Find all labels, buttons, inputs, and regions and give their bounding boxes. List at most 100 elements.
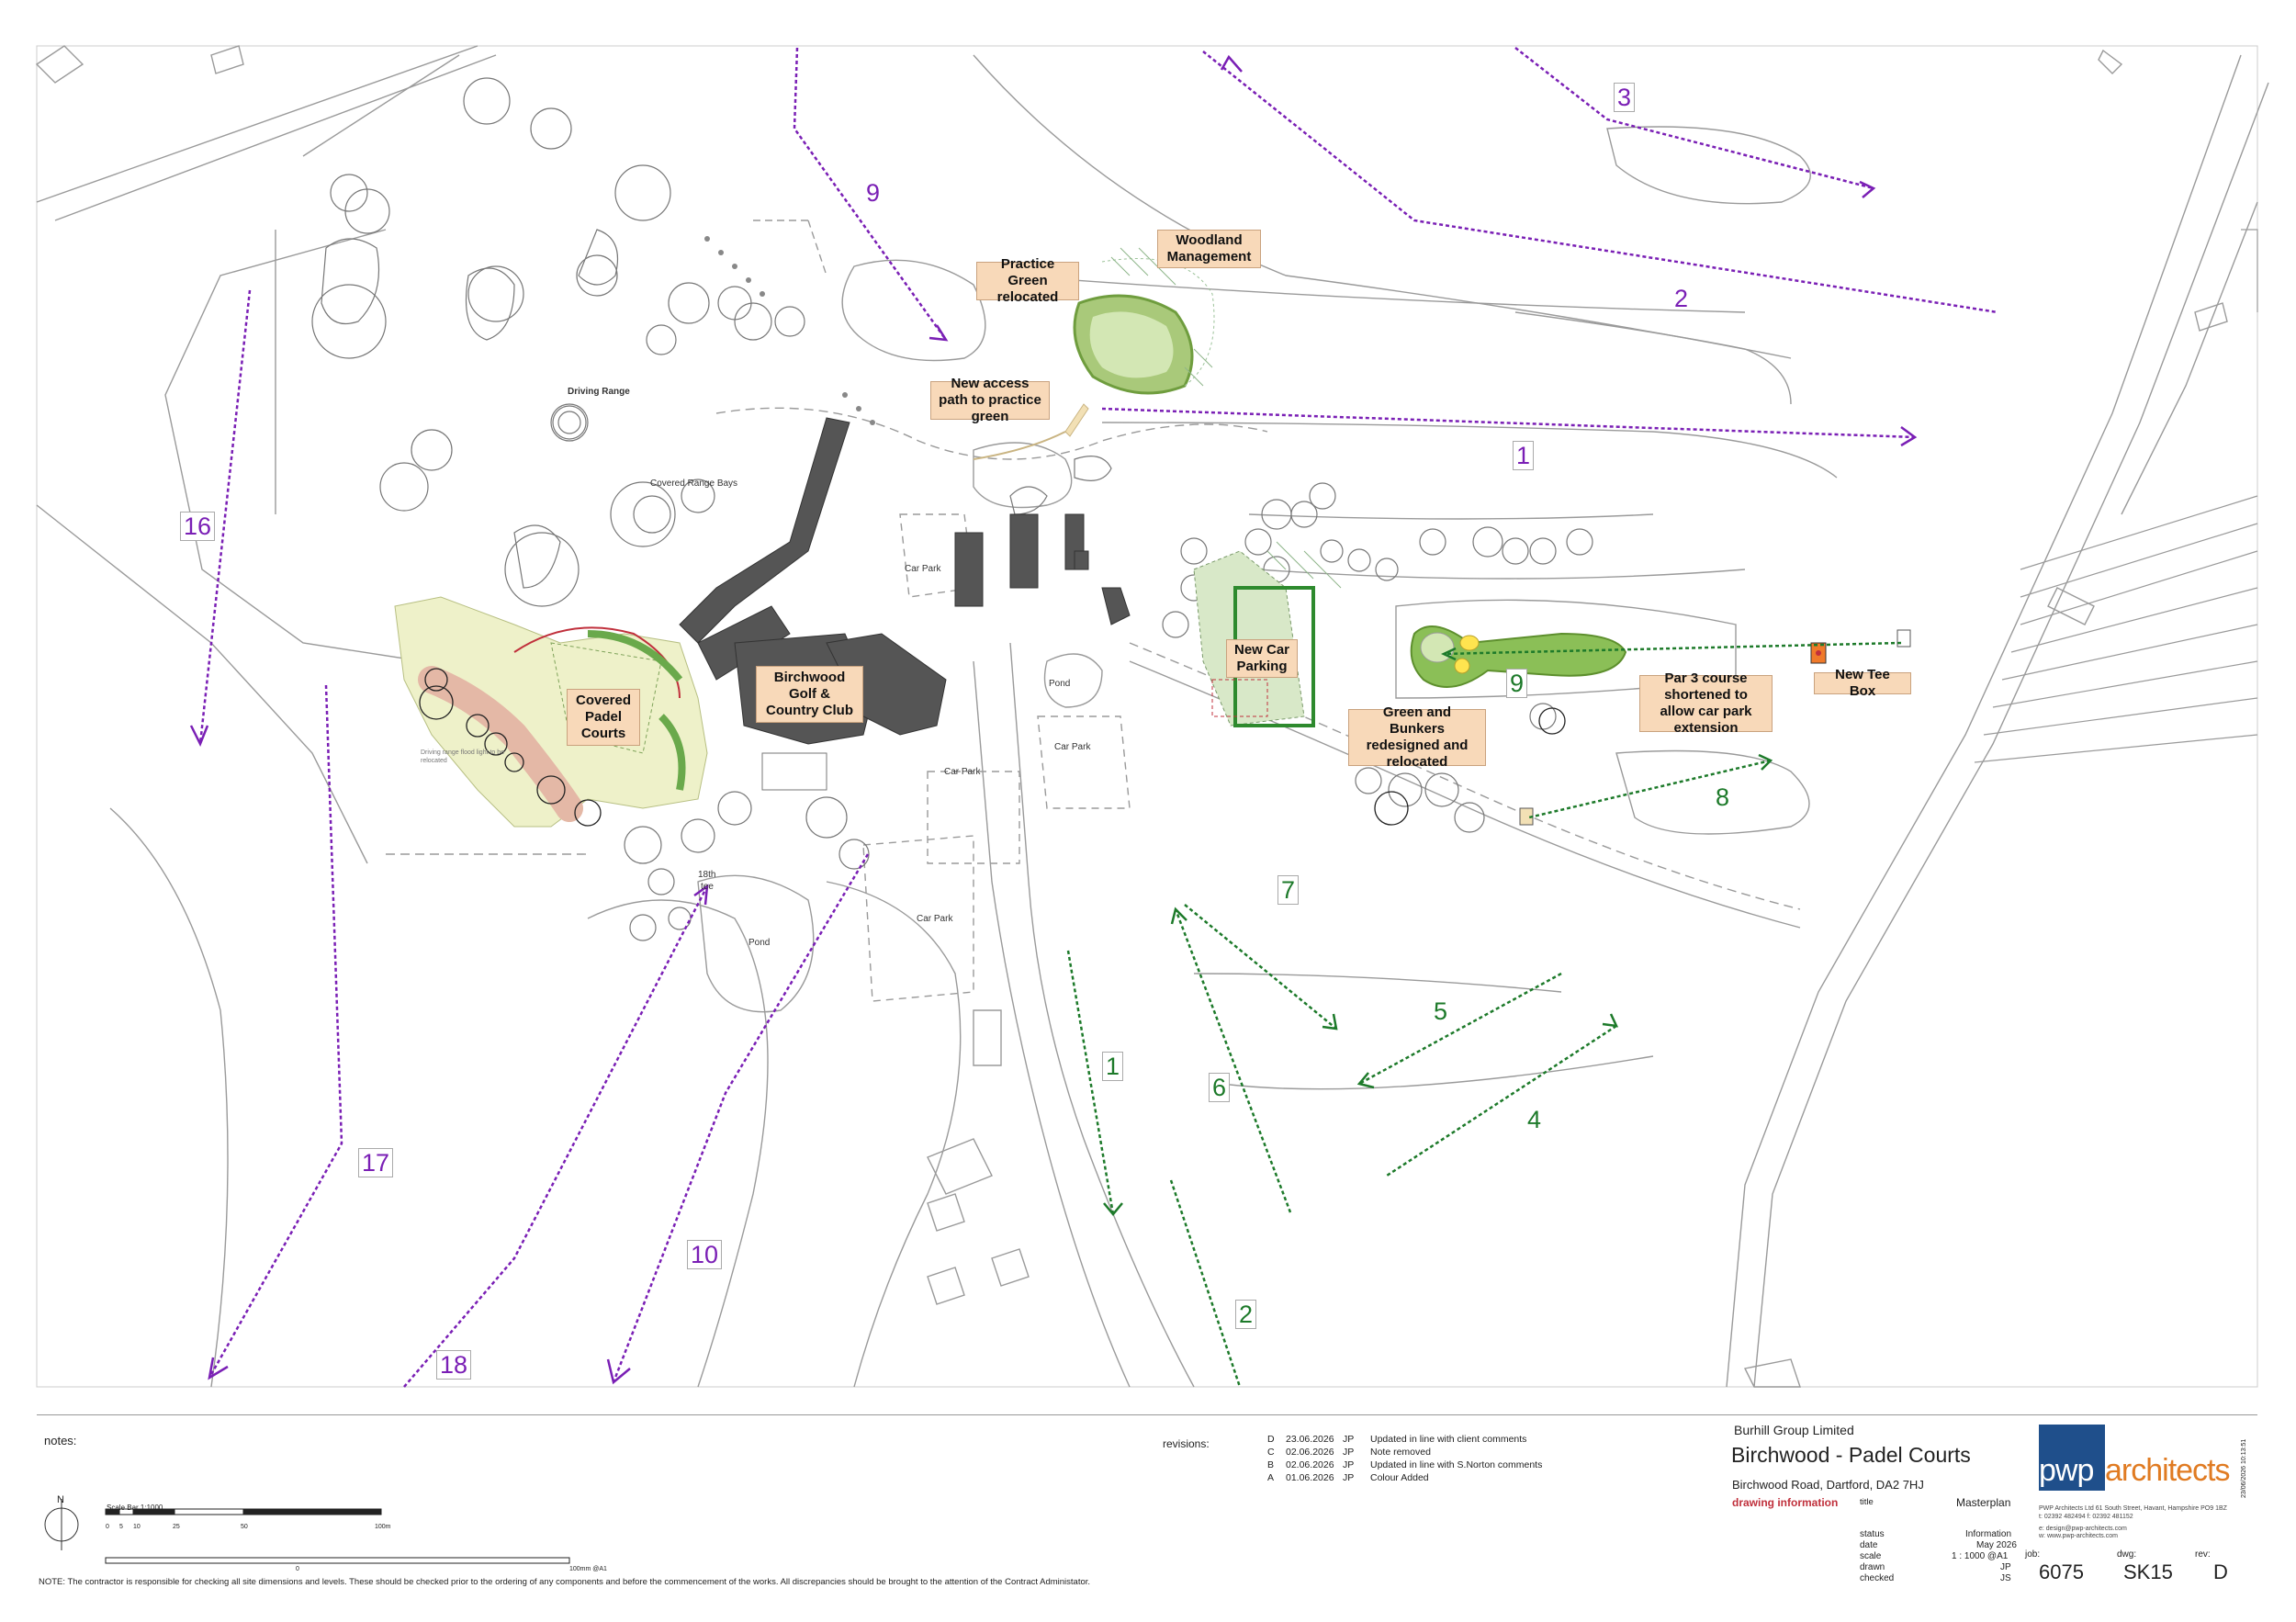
revision-C-by: JP (1343, 1447, 1355, 1458)
dwg-value: SK15 (2123, 1560, 2173, 1583)
title-block: notes: N Scale Bar 1:1000 0 5 10 25 50 1… (37, 1414, 2257, 1588)
scale-value: 1 : 1000 @A1 (1952, 1551, 2009, 1561)
label-woodland-management: Woodland Management (1157, 230, 1261, 268)
text-car-park-1: Car Park (905, 564, 941, 574)
hole-number-par3-1: 1 (1102, 1052, 1124, 1081)
text-covered-range-bays: Covered Range Bays (650, 479, 738, 489)
revision-A-date: 01.06.2026 (1286, 1472, 1334, 1483)
text-18th: 18th (698, 870, 716, 880)
label-covered-padel-courts: Covered Padel Courts (567, 689, 640, 746)
text-car-park-3: Car Park (1054, 742, 1091, 752)
firm-address: PWP Architects Ltd 61 South Street, Hava… (2039, 1505, 2227, 1512)
firm-web: w: www.pwp-architects.com (2039, 1533, 2118, 1539)
hole-number-main-18: 18 (436, 1350, 472, 1380)
hole-number-main-3: 3 (1614, 83, 1636, 112)
scale-bar-label: Scale Bar 1:1000 (107, 1504, 163, 1512)
hole-number-par3-6: 6 (1209, 1073, 1231, 1102)
scale-tick-5: 5 (119, 1524, 123, 1530)
title-value: Masterplan (1956, 1496, 2011, 1509)
access-path (1064, 403, 1089, 437)
revision-A-desc: Colour Added (1370, 1472, 1429, 1483)
rev-value: D (2213, 1560, 2228, 1583)
rev-label: rev: (2195, 1549, 2211, 1560)
project-name: Birchwood - Padel Courts (1731, 1443, 1971, 1467)
hole-number-main-16: 16 (180, 512, 216, 541)
label-new-access-path: New access path to practice green (930, 376, 1050, 424)
tree-line-dots (704, 236, 875, 425)
scale-tick-25: 25 (173, 1524, 180, 1530)
label-par3-course: Par 3 course shortened to allow car park… (1639, 670, 1773, 736)
revision-C-desc: Note removed (1370, 1447, 1431, 1458)
revision-B-desc: Updated in line with S.Norton comments (1370, 1459, 1543, 1470)
revision-D-date: 23.06.2026 (1286, 1434, 1334, 1445)
label-new-car-parking: New Car Parking (1226, 639, 1298, 678)
status-value: Information (1965, 1529, 2012, 1539)
label-clubhouse: Birchwood Golf & Country Club (756, 666, 863, 723)
hole-number-par3-5: 5 (1434, 997, 1448, 1025)
housing-plots (1974, 229, 2258, 763)
date-label: date (1860, 1540, 1878, 1550)
drawn-value: JP (2000, 1562, 2011, 1572)
scale-zero: 0 (296, 1566, 299, 1572)
main-course-routes (198, 47, 1998, 1388)
label-green-and-bunkers: Green and Bunkers redesigned and relocat… (1348, 704, 1486, 770)
text-floodlight-note: Driving range flood light to be relocate… (421, 749, 505, 764)
main-course-arrowheads (189, 54, 1918, 1385)
logo-pwp-box (2039, 1425, 2105, 1491)
revision-D-desc: Updated in line with client comments (1370, 1434, 1527, 1445)
text-driving-range: Driving Range (568, 387, 630, 397)
hole-number-par3-2: 2 (1235, 1300, 1257, 1329)
print-timestamp: 23/06/2026 10:13:51 (2241, 1438, 2247, 1498)
hole-number-main-2: 2 (1674, 285, 1689, 312)
project-address: Birchwood Road, Dartford, DA2 7HJ (1732, 1478, 1924, 1492)
job-value: 6075 (2039, 1560, 2084, 1583)
scale-tick-50: 50 (241, 1524, 248, 1530)
hole-number-main-9: 9 (866, 179, 881, 207)
scale-bar (105, 1508, 570, 1564)
logo-architects-text: architects (2105, 1453, 2230, 1488)
car-parking-area (1193, 550, 1315, 727)
trees (311, 77, 1593, 941)
scale-label: scale (1860, 1551, 1882, 1561)
text-car-park-4: Car Park (917, 914, 953, 924)
revisions-label: revisions: (1163, 1437, 1210, 1450)
revision-B-rev: B (1267, 1459, 1275, 1470)
bunkers (321, 229, 1112, 589)
firm-phone: t: 02392 482494 f: 02392 481152 (2039, 1514, 2133, 1520)
text-pond-1: Pond (1049, 679, 1071, 689)
checked-label: checked (1860, 1573, 1895, 1583)
par3-arrowheads (1103, 647, 1773, 1216)
padel-trees (419, 668, 1566, 827)
hole-number-main-1: 1 (1513, 441, 1535, 470)
revision-C-date: 02.06.2026 (1286, 1447, 1334, 1458)
revision-C-rev: C (1267, 1447, 1275, 1458)
range-circle (550, 403, 589, 442)
status-label: status (1860, 1529, 1885, 1539)
drawing-info-label: drawing information (1732, 1496, 1839, 1509)
hole-number-par3-8: 8 (1716, 783, 1730, 811)
hole-number-par3-7: 7 (1277, 875, 1300, 905)
hole-number-main-10: 10 (687, 1240, 723, 1269)
revision-D-rev: D (1267, 1434, 1275, 1445)
pwp-architects-logo: pwp architects (2039, 1425, 2257, 1498)
north-label: N (57, 1494, 64, 1505)
title-label: title (1860, 1497, 1874, 1507)
scale-tick-10: 10 (133, 1524, 141, 1530)
revision-B-date: 02.06.2026 (1286, 1459, 1334, 1470)
practice-green (1073, 258, 1215, 395)
label-new-tee-box: New Tee Box (1814, 667, 1911, 699)
scale-100mm: 100mm @A1 (569, 1566, 607, 1572)
client-name: Burhill Group Limited (1734, 1423, 1854, 1437)
revision-B-by: JP (1343, 1459, 1355, 1470)
firm-email: e: design@pwp-architects.com (2039, 1526, 2127, 1532)
revision-A-by: JP (1343, 1472, 1355, 1483)
dwg-label: dwg: (2117, 1549, 2137, 1560)
logo-pwp-text: pwp (2039, 1453, 2094, 1488)
drawn-label: drawn (1860, 1562, 1885, 1572)
hole-number-par3-4: 4 (1527, 1106, 1542, 1133)
checked-value: JS (2000, 1573, 2011, 1583)
north-arrow (44, 1499, 79, 1550)
scale-tick-100: 100m (375, 1524, 391, 1530)
date-value: May 2026 (1976, 1540, 2017, 1550)
